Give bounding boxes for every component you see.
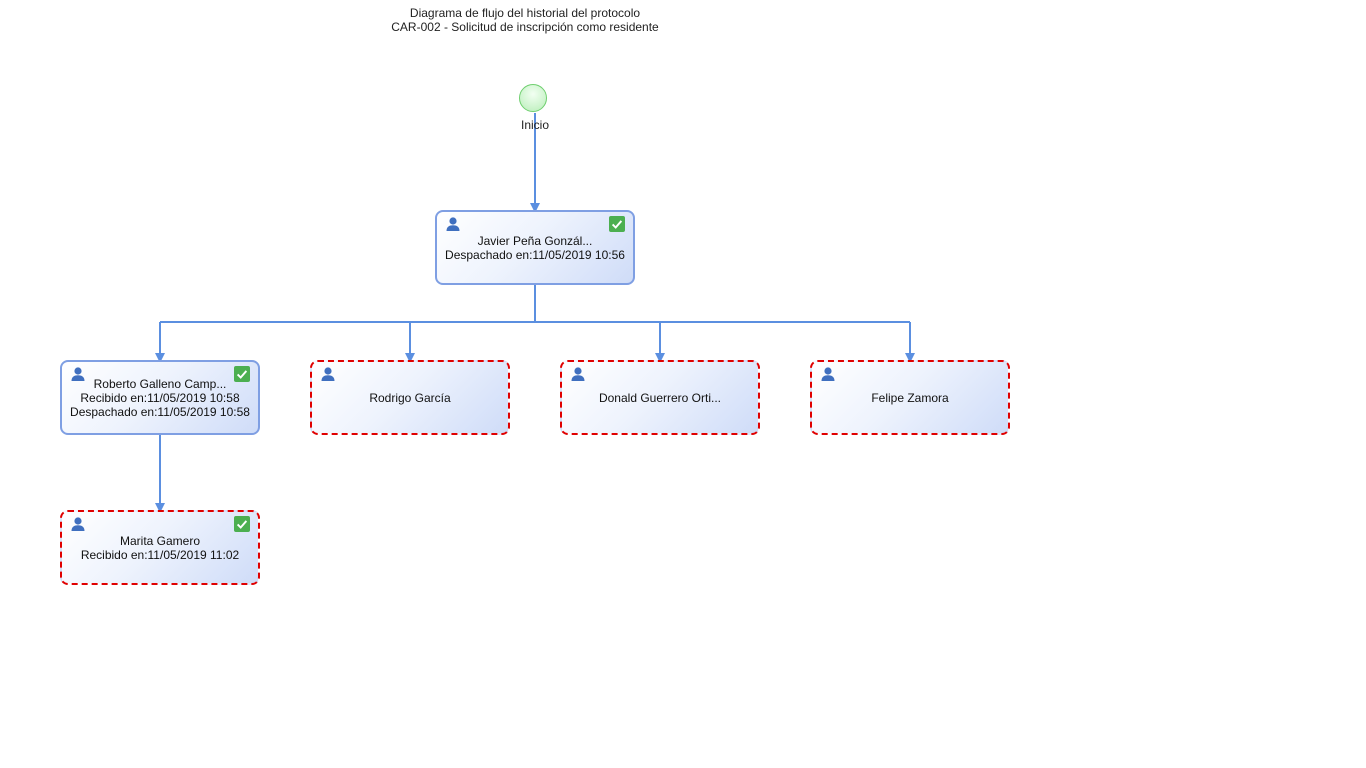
- node-name: Javier Peña Gonzál...: [477, 233, 593, 248]
- node-roberto[interactable]: Roberto Galleno Camp... Recibido en:11/0…: [60, 360, 260, 435]
- node-name: Rodrigo García: [369, 390, 451, 405]
- user-icon: [821, 367, 835, 381]
- node-donald[interactable]: Donald Guerrero Orti...: [560, 360, 760, 435]
- user-icon: [71, 367, 85, 381]
- node-name: Donald Guerrero Orti...: [598, 390, 722, 405]
- check-icon: [234, 516, 250, 532]
- node-detail: Recibido en:11/05/2019 11:02: [80, 547, 240, 562]
- node-felipe[interactable]: Felipe Zamora: [810, 360, 1010, 435]
- check-icon: [609, 216, 625, 232]
- start-label: Inicio: [520, 118, 549, 132]
- node-detail: Despachado en:11/05/2019 10:58: [70, 404, 250, 419]
- diagram-title: Diagrama de flujo del historial del prot…: [409, 6, 641, 20]
- node-marita[interactable]: Marita Gamero Recibido en:11/05/2019 11:…: [60, 510, 260, 585]
- check-icon: [234, 366, 250, 382]
- node-name: Roberto Galleno Camp...: [93, 376, 227, 391]
- diagram-subtitle: CAR-002 - Solicitud de inscripción como …: [391, 20, 659, 34]
- diagram-title-block: Diagrama de flujo del historial del prot…: [325, 6, 725, 34]
- user-icon: [71, 517, 85, 531]
- node-javier[interactable]: Javier Peña Gonzál... Despachado en:11/0…: [435, 210, 635, 285]
- node-detail: Despachado en:11/05/2019 10:56: [445, 247, 625, 262]
- user-icon: [571, 367, 585, 381]
- start-node[interactable]: [519, 84, 547, 112]
- user-icon: [446, 217, 460, 231]
- node-detail: Recibido en:11/05/2019 10:58: [80, 390, 240, 405]
- user-icon: [321, 367, 335, 381]
- node-rodrigo[interactable]: Rodrigo García: [310, 360, 510, 435]
- node-name: Marita Gamero: [119, 533, 201, 548]
- node-name: Felipe Zamora: [871, 390, 949, 405]
